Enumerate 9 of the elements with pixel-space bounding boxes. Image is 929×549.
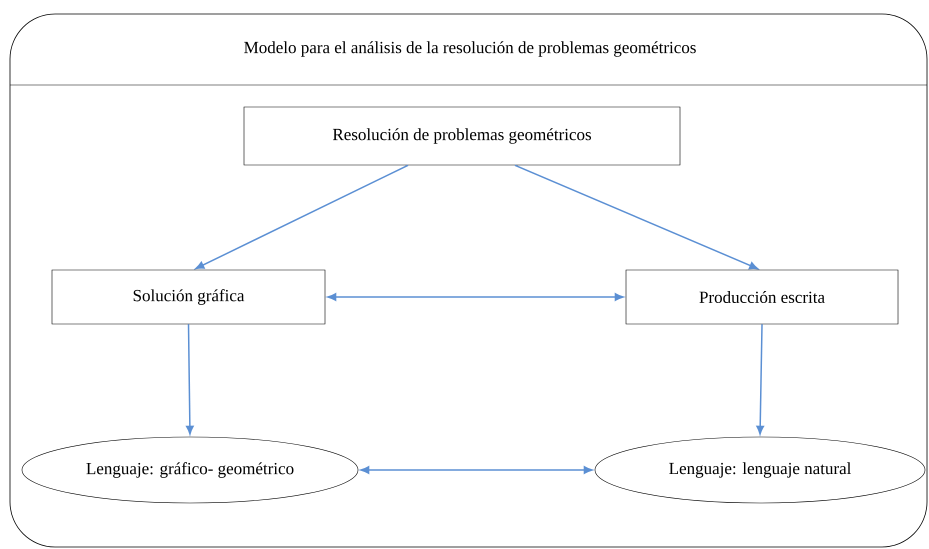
process-box: Producción escrita bbox=[626, 270, 898, 324]
arrow bbox=[360, 466, 593, 474]
arrow bbox=[186, 324, 194, 435]
arrow bbox=[195, 164, 408, 270]
process-box: Solución gráfica bbox=[52, 270, 326, 324]
process-box: Resolución de problemas geométricos bbox=[244, 106, 680, 166]
arrow bbox=[756, 324, 764, 435]
arrow bbox=[327, 293, 624, 301]
arrow bbox=[514, 164, 758, 270]
